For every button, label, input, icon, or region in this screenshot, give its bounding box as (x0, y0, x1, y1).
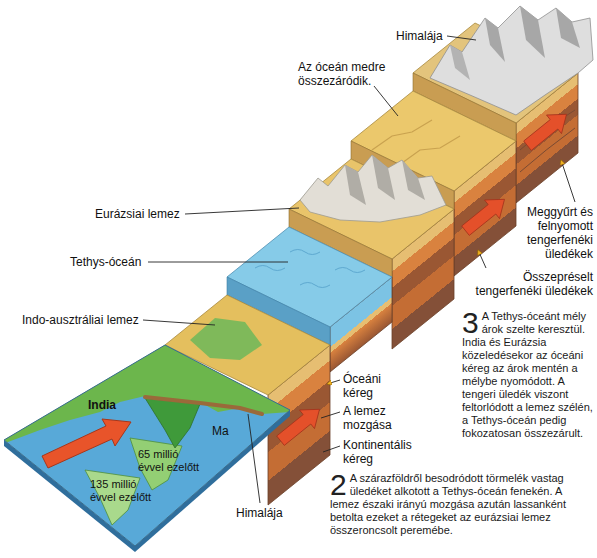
mountain-shade (372, 155, 395, 200)
part-label: Himalája (236, 506, 283, 520)
part-label: A lemez mozgása (343, 404, 401, 432)
map-label: Ma (212, 424, 229, 438)
leader-line (327, 380, 340, 384)
motion-arrow (524, 114, 567, 150)
part-label: Az óceán medre összezáródik. (298, 60, 392, 88)
leader-line (478, 250, 486, 268)
part-label: Tethys-óceán (70, 255, 141, 269)
leader-line (374, 86, 398, 116)
part-label: Himalája (396, 29, 443, 43)
note-text: A szárazföldről besodródott törmelék vas… (330, 472, 566, 536)
map-content (0, 330, 300, 525)
note-block: 2A szárazföldről besodródott törmelék va… (330, 472, 592, 537)
leader-line (321, 412, 340, 418)
leader-line (323, 446, 340, 452)
mountain-shade (520, 6, 545, 58)
mountain-shade (345, 165, 366, 205)
part-label: Kontinentális kéreg (343, 438, 423, 466)
map-label: 65 millió évvel ezelőtt (138, 448, 206, 474)
note-text: A Tethys-óceánt mély árok szelte kereszt… (462, 310, 593, 439)
callout-number: 2 (330, 473, 347, 497)
leader-line (561, 160, 575, 202)
mountain-range (300, 155, 446, 222)
mountain-shade (556, 8, 580, 48)
part-label: Óceáni kéreg (343, 372, 395, 400)
leader-line (185, 208, 299, 214)
mountain-shade (450, 45, 470, 80)
mountain-range (430, 6, 593, 115)
note-block: 3A Tethys-óceánt mély árok szelte keresz… (462, 310, 595, 440)
mountain-ridge (145, 397, 262, 414)
asia-land (0, 330, 300, 445)
part-label: Összepréselt tengerfenéki üledékek (465, 270, 593, 298)
india-shape (145, 398, 200, 448)
wave-lines (255, 250, 365, 288)
fold-line (520, 110, 575, 172)
motion-arrow (462, 199, 505, 235)
map-outline (4, 345, 290, 546)
part-label: Eurázsiai lemez (95, 207, 180, 221)
motion-arrow (42, 419, 131, 468)
part-label: Indo-ausztráliai lemez (22, 313, 139, 327)
leader-line (447, 36, 476, 40)
leader-line (143, 320, 215, 325)
mountain-shade (402, 160, 425, 200)
map-label: 135 millió évvel ezelőtt (90, 478, 158, 504)
mountain-shade (485, 18, 505, 62)
leader-line (248, 414, 260, 503)
leader-line (148, 262, 288, 263)
surface-wrinkle (372, 120, 432, 150)
callout-number: 3 (462, 311, 479, 335)
surface-wrinkle (402, 136, 460, 163)
part-label: Meggyűrt és felnyomott tengerfenéki üled… (516, 205, 593, 261)
map-label: India (88, 398, 116, 412)
